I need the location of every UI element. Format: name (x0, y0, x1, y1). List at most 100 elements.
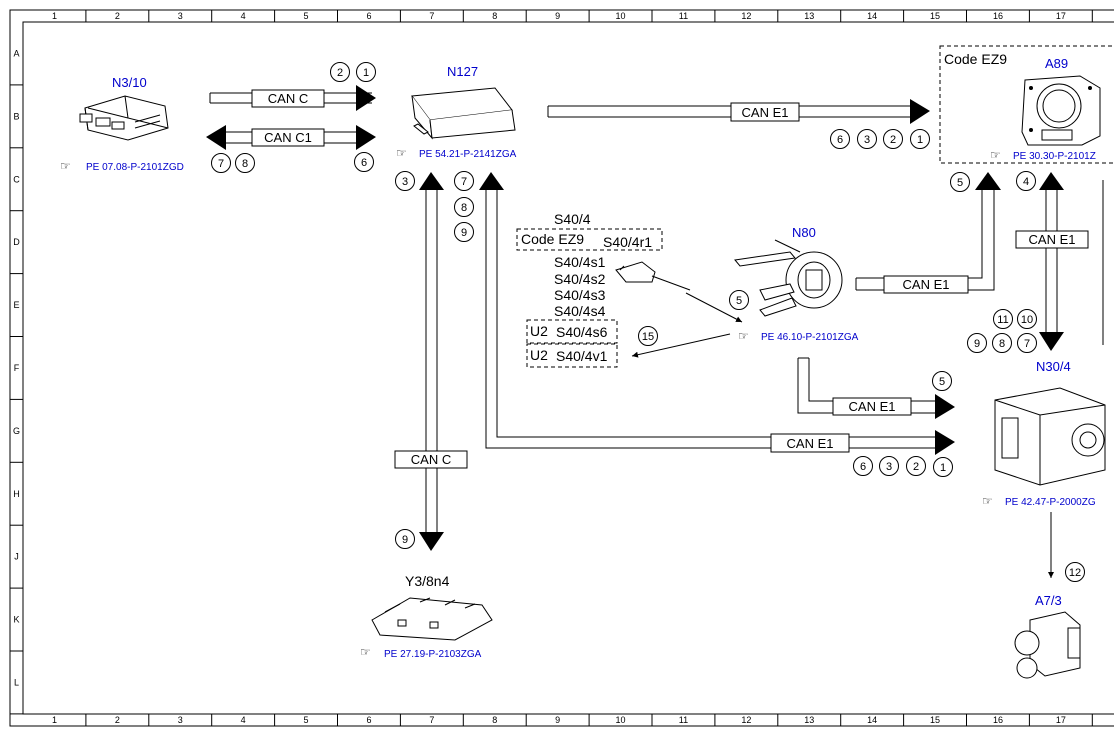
callout-group: 2 1 6 7 8 6 3 2 1 3 7 8 9 5 4 5 15 11 10… (211, 62, 1085, 582)
callout: 6 (354, 152, 374, 172)
grid-col-label: 7 (429, 11, 434, 21)
can-e1-top-bus: CAN E1 (547, 99, 930, 124)
callout: 2 (330, 62, 350, 82)
svg-text:3: 3 (402, 176, 408, 188)
svg-text:1: 1 (363, 67, 369, 79)
grid-row-label: G (13, 426, 20, 436)
n3-10-ref-link[interactable]: ☞ PE 07.08-P-2101ZGD (60, 159, 184, 173)
grid-col-label: 17 (1056, 11, 1066, 21)
esp-unit-icon (994, 387, 1106, 486)
control-box-icon (411, 87, 516, 140)
n30-4-label: N30/4 (1036, 359, 1071, 374)
callout: 3 (857, 129, 877, 149)
grid-col-label: 17 (1056, 715, 1066, 725)
grid-row-label: B (13, 111, 19, 121)
u2b-label: U2 (530, 347, 548, 363)
svg-text:1: 1 (917, 134, 923, 146)
grid-col-label: 11 (679, 11, 688, 21)
s40-4s6-label: S40/4s6 (556, 324, 608, 340)
can-c1-label: CAN C1 (264, 130, 312, 145)
s40-code-label: Code EZ9 (521, 231, 584, 247)
grid-col-label: 2 (115, 715, 120, 725)
callout: 6 (853, 456, 873, 476)
s40-leader-arrow (685, 292, 743, 323)
code-ez9-boundary (939, 45, 1114, 164)
grid-col-label: 13 (804, 715, 814, 725)
callout: 15 (638, 326, 658, 346)
svg-text:9: 9 (974, 338, 980, 350)
u2-box-1 (526, 319, 618, 344)
pointing-hand-icon: ☞ (738, 329, 749, 343)
can-e1-n80-label: CAN E1 (903, 277, 950, 292)
svg-text:7: 7 (1024, 338, 1030, 350)
grid-labels: 1122334455667788991010111112121313141415… (13, 11, 1066, 725)
n80-ref: PE 46.10-P-2101ZGA (761, 332, 859, 343)
s40-4-label: S40/4 (554, 211, 591, 227)
n3-10-label: N3/10 (112, 75, 147, 90)
s40-4s1-label: S40/4s1 (554, 254, 606, 270)
s40-4-switch-group: S40/4 Code EZ9 S40/4r1 S40/4s1 S40/4s2 S… (516, 211, 743, 368)
s40-4s2-label: S40/4s2 (554, 271, 606, 287)
callout: 5 (932, 371, 952, 391)
callout: 7 (1017, 333, 1037, 353)
y3-8n4-label: Y3/8n4 (405, 573, 450, 589)
code-ez9-box (516, 228, 663, 251)
svg-text:1: 1 (940, 462, 946, 474)
y3-8n4-ref: PE 27.19-P-2103ZGA (384, 649, 482, 660)
svg-text:15: 15 (642, 331, 654, 343)
callout: 2 (883, 129, 903, 149)
svg-text:2: 2 (913, 461, 919, 473)
grid-row-label: E (13, 300, 19, 310)
grid-col-label: 1 (52, 715, 57, 725)
s40-4s4-label: S40/4s4 (554, 303, 606, 319)
grid-col-label: 8 (492, 11, 497, 21)
svg-text:3: 3 (886, 461, 892, 473)
n30-4-module: N30/4 ☞ PE 42.47-P-2000ZG (982, 359, 1106, 578)
drawing-frame (9, 9, 1114, 727)
grid-col-label: 14 (867, 715, 877, 725)
grid-ticks (10, 10, 1093, 726)
a89-code-label: Code EZ9 (944, 51, 1007, 67)
grid-col-label: 6 (366, 11, 371, 21)
svg-text:3: 3 (864, 134, 870, 146)
grid-col-label: 14 (867, 11, 877, 21)
a89-ref-link[interactable]: ☞ PE 30.30-P-2101Z (990, 148, 1096, 162)
steering-column-module-icon (734, 239, 843, 317)
u2a-label: U2 (530, 323, 548, 339)
radar-sensor-icon (1021, 75, 1101, 146)
y3-8n4-module: Y3/8n4 ☞ PE 27.19-P-2103ZGA (360, 573, 493, 660)
grid-row-label: A (13, 48, 19, 58)
n80-ref-link[interactable]: ☞ PE 46.10-P-2101ZGA (738, 329, 859, 343)
a89-ref: PE 30.30-P-2101Z (1013, 151, 1096, 162)
pointing-hand-icon: ☞ (360, 645, 371, 659)
grid-col-label: 6 (366, 715, 371, 725)
n30-4-ref-link[interactable]: ☞ PE 42.47-P-2000ZG (982, 494, 1096, 508)
grid-col-label: 5 (304, 11, 309, 21)
y3-8n4-ref-link[interactable]: ☞ PE 27.19-P-2103ZGA (360, 645, 482, 660)
n30-4-ref: PE 42.47-P-2000ZG (1005, 497, 1096, 508)
n80-module: N80 ☞ PE 46.10-P-2101ZGA (631, 225, 859, 358)
svg-text:10: 10 (1021, 314, 1033, 326)
a89-label: A89 (1045, 56, 1068, 71)
callout: 9 (967, 333, 987, 353)
svg-text:6: 6 (361, 157, 367, 169)
grid-col-label: 1 (52, 11, 57, 21)
svg-text:8: 8 (242, 158, 248, 170)
s40-4v1-label: S40/4v1 (556, 348, 608, 364)
a7-3-label: A7/3 (1035, 593, 1062, 608)
pointing-hand-icon: ☞ (60, 159, 71, 173)
can-e1-right-label: CAN E1 (1029, 232, 1076, 247)
can-c-top-label: CAN C (268, 91, 308, 106)
grid-col-label: 12 (741, 715, 751, 725)
n127-ref-link[interactable]: ☞ PE 54.21-P-2141ZGA (396, 146, 517, 160)
svg-text:2: 2 (890, 134, 896, 146)
svg-text:9: 9 (461, 227, 467, 239)
callout: 12 (1065, 562, 1085, 582)
callout: 8 (992, 333, 1012, 353)
grid-col-label: 3 (178, 11, 183, 21)
svg-text:6: 6 (837, 134, 843, 146)
a89-module: Code EZ9 A89 ☞ PE 30.30-P-2101Z (939, 45, 1114, 164)
callout: 8 (454, 197, 474, 217)
svg-text:8: 8 (999, 338, 1005, 350)
